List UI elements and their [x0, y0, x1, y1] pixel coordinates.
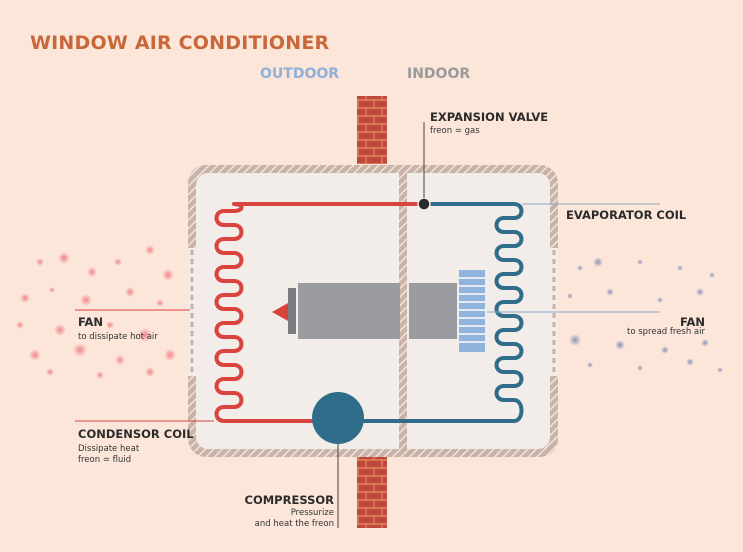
condensor-coil-desc-2: freon = fluid — [78, 455, 132, 465]
outdoor-label: OUTDOOR — [260, 66, 340, 82]
expansion-valve — [417, 197, 431, 211]
compressor-label: COMPRESSOR — [244, 493, 334, 507]
condensor-coil-label: CONDENSOR COIL — [78, 427, 194, 441]
page-title: WINDOW AIR CONDITIONER — [30, 32, 330, 54]
condensor-coil-desc-1: Dissipate heat — [78, 444, 140, 454]
fan-outdoor-desc: to dissipate hot air — [78, 332, 158, 342]
compressor-desc-1: Pressurize — [290, 508, 334, 518]
condenser-coil — [214, 202, 424, 423]
indoor-label: INDOOR — [407, 66, 471, 82]
fan-motor — [272, 270, 485, 352]
expansion-valve-desc: freon = gas — [430, 126, 480, 136]
fan-outdoor-label: FAN — [78, 315, 104, 329]
cold-air-particles — [567, 257, 723, 373]
fan-indoor-desc: to spread fresh air — [626, 327, 705, 337]
leader-lines — [75, 122, 660, 528]
wall-brick-bottom — [357, 456, 387, 528]
wall-brick-top — [357, 96, 387, 164]
evaporator-coil-label: EVAPORATOR COIL — [566, 208, 687, 222]
compressor — [312, 392, 364, 444]
evaporator-coil — [340, 202, 524, 423]
expansion-valve-label: EXPANSION VALVE — [430, 110, 549, 124]
compressor-desc-2: and heat the freon — [254, 519, 334, 529]
fan-indoor-label: FAN — [679, 315, 705, 329]
hot-air-particles — [16, 245, 176, 379]
